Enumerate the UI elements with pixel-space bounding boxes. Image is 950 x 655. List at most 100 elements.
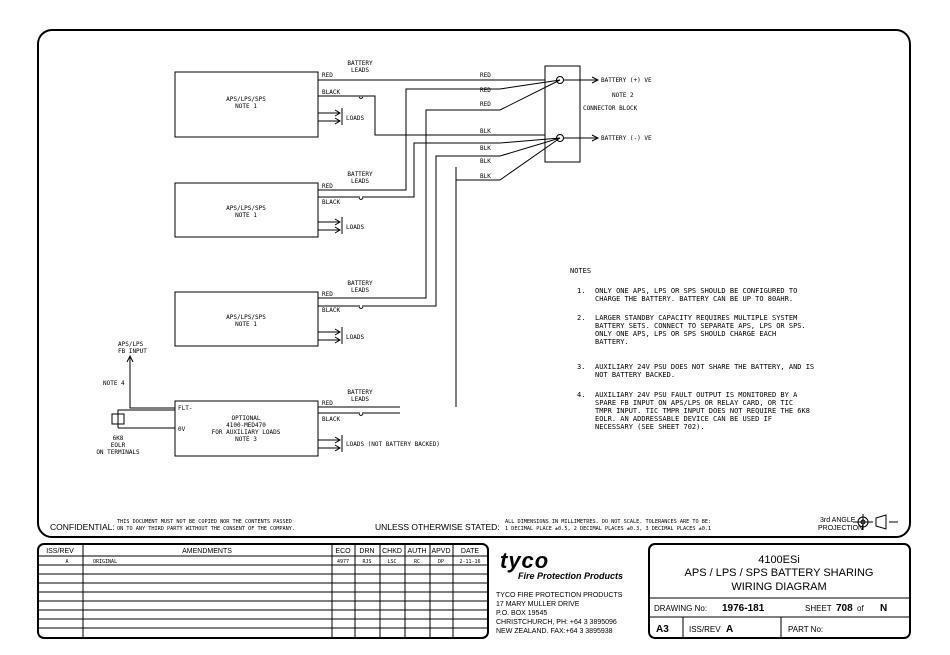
note3-num: 3. [577,363,585,371]
col-auth: AUTH [407,548,426,555]
angle-line1: 3rd ANGLE [820,517,856,524]
connector-feed-wires [455,79,561,181]
note2-line3: ONLY ONE APS, LPS OR SPS SHOULD CHARGE E… [595,330,776,338]
aux-box-line3: FOR AUXILIARY LOADS [212,429,281,436]
note4-line5: NECESSARY (SEE SHEET 702). [595,423,705,431]
box1-load-wires [318,112,340,122]
battery-label-4: BATTERY [347,389,373,396]
company-block: tyco Fire Protection Products TYCO FIRE … [496,548,623,635]
psu-box-3-outline [174,291,319,347]
battery-label-1: BATTERY [347,60,373,67]
note4-label: NOTE 4 [103,380,125,387]
psu-box-2-label: APS/LPS/SPS [226,205,266,212]
note2-line1: LARGER STANDBY CAPACITY REQUIRES MULTIPL… [595,314,797,322]
iss-rev-value: A [726,624,733,635]
eolr-resistor [111,413,125,425]
box2-load-wires [318,221,340,231]
col-apvd: APVD [431,548,450,555]
fb-label-2: FB INPUT [118,348,147,355]
aux-load-arrows [334,436,341,452]
title-line1: 4100ESi [758,554,800,566]
battery-label-2: BATTERY [347,171,373,178]
sheet-label: SHEET [805,604,832,613]
note2-num: 2. [577,314,585,322]
aux-loads-label: LOADS (NOT BATTERY BACKED) [346,441,440,448]
col-amendments: AMENDMENTS [182,548,232,555]
box3-red-label: RED [322,291,333,298]
aux-box-line2: 4100-MED470 [226,422,266,429]
psu-box-2-outline [174,182,319,238]
company-subtitle: Fire Protection Products [518,571,623,581]
row1-chkd: LSC [387,559,396,565]
note2-line2: BATTERY SETS. CONNECT TO SEPARATE APS, L… [595,322,806,330]
note3-line1: AUXILIARY 24V PSU DOES NOT SHARE THE BAT… [595,363,814,371]
connector-name: CONNECTOR BLOCK [583,105,638,112]
col-eco: ECO [335,548,351,555]
box1-load-arrows [334,109,341,125]
psu-box-3: APS/LPS/SPS NOTE 1 [174,291,319,347]
aux-leads: RED BLACK LOADS (NOT BATTERY BACKED) [318,400,440,452]
title-line2: APS / LPS / SPS BATTERY SHARING [685,567,874,579]
box1-lead-tick [358,96,364,99]
psu-box-3-note: NOTE 1 [235,321,257,328]
angle-line2: PROJECTION [818,525,863,532]
box2-load-arrows [334,218,341,234]
title-block-rows [649,597,910,618]
dimensions-line1: ALL DIMENSIONS IN MILLIMETRES. DO NOT SC… [505,519,711,525]
tyco-logo: tyco [500,548,549,573]
red-label-a: RED [480,72,491,79]
box2-red-wire [318,88,500,191]
aux-load-wires [318,439,340,449]
of-value: N [880,603,887,614]
box3-loads-label: LOADS [346,334,364,341]
aux-psu-box: OPTIONAL 4100-MED470 FOR AUXILIARY LOADS… [174,400,319,457]
address-line5: NEW ZEALAND. FAX:+64 3 3895938 [496,628,613,635]
box3-load-arrows [334,328,341,344]
address-line3: P.O. BOX 19545 [496,610,547,617]
note4-line4: EOLR. AN ADDRESSABLE DEVICE CAN BE USED … [595,415,772,423]
box2-black-wire [318,142,500,198]
flt-terminal-label: FLT- [178,405,192,412]
battery-leads-labels: BATTERY LEADS BATTERY LEADS BATTERY LEAD… [347,60,373,403]
box1-red-label: RED [322,72,333,79]
eolr-loop [117,409,175,429]
blk-label-b: BLK [480,145,491,152]
note4-line3: TMPR INPUT. TIC TMPR INPUT DOES NOT REQU… [595,407,810,415]
amendments-table: ISS/REV AMENDMENTS ECO DRN CHKD AUTH APV… [37,543,489,639]
box3-load-wires [318,331,340,341]
note4-line2: SPARE FB INPUT ON APS/LPS OR RELAY CARD,… [595,399,793,407]
col-chkd: CHKD [382,548,402,555]
of-label: of [857,604,864,613]
title-line3: WIRING DIAGRAM [731,581,826,593]
part-no-label: PART No: [788,625,823,634]
projection-symbol [853,514,898,530]
fb-label-1: APS/LPS [118,341,144,348]
iss-rev-label: ISS/REV [689,625,721,634]
psu-box-1: APS/LPS/SPS NOTE 1 [174,71,319,138]
col-iss-rev: ISS/REV [46,548,74,555]
leads-label-3: LEADS [351,287,369,294]
note1-num: 1. [577,287,585,295]
drawing-no-label: DRAWING No: [654,604,707,613]
note3-line2: NOT BATTERY BACKED. [595,371,675,379]
amendments-border [37,543,489,639]
drawing-border [37,29,911,538]
red-label-b: RED [480,87,491,94]
box3-lead-tick [358,306,364,309]
title-block-cols [682,617,782,638]
psu-box-2-note: NOTE 1 [235,212,257,219]
ov-terminal-label: 0V [178,426,186,433]
aux-box-line4: NOTE 3 [235,436,257,443]
aux-black-label: BLACK [322,416,340,423]
unless-stated-label: UNLESS OTHERWISE STATED: [375,522,500,532]
box3-leads: RED BLACK LOADS [318,109,500,344]
psu-box-1-label: APS/LPS/SPS [226,96,266,103]
connector-note: NOTE 2 [612,92,634,99]
box1-black-label: BLACK [322,89,340,96]
box1-leads: RED BLACK LOADS [318,72,545,136]
red-label-c: RED [480,101,491,108]
leads-label-2: LEADS [351,178,369,185]
fb-wire [129,357,175,409]
note4-num: 4. [577,391,585,399]
